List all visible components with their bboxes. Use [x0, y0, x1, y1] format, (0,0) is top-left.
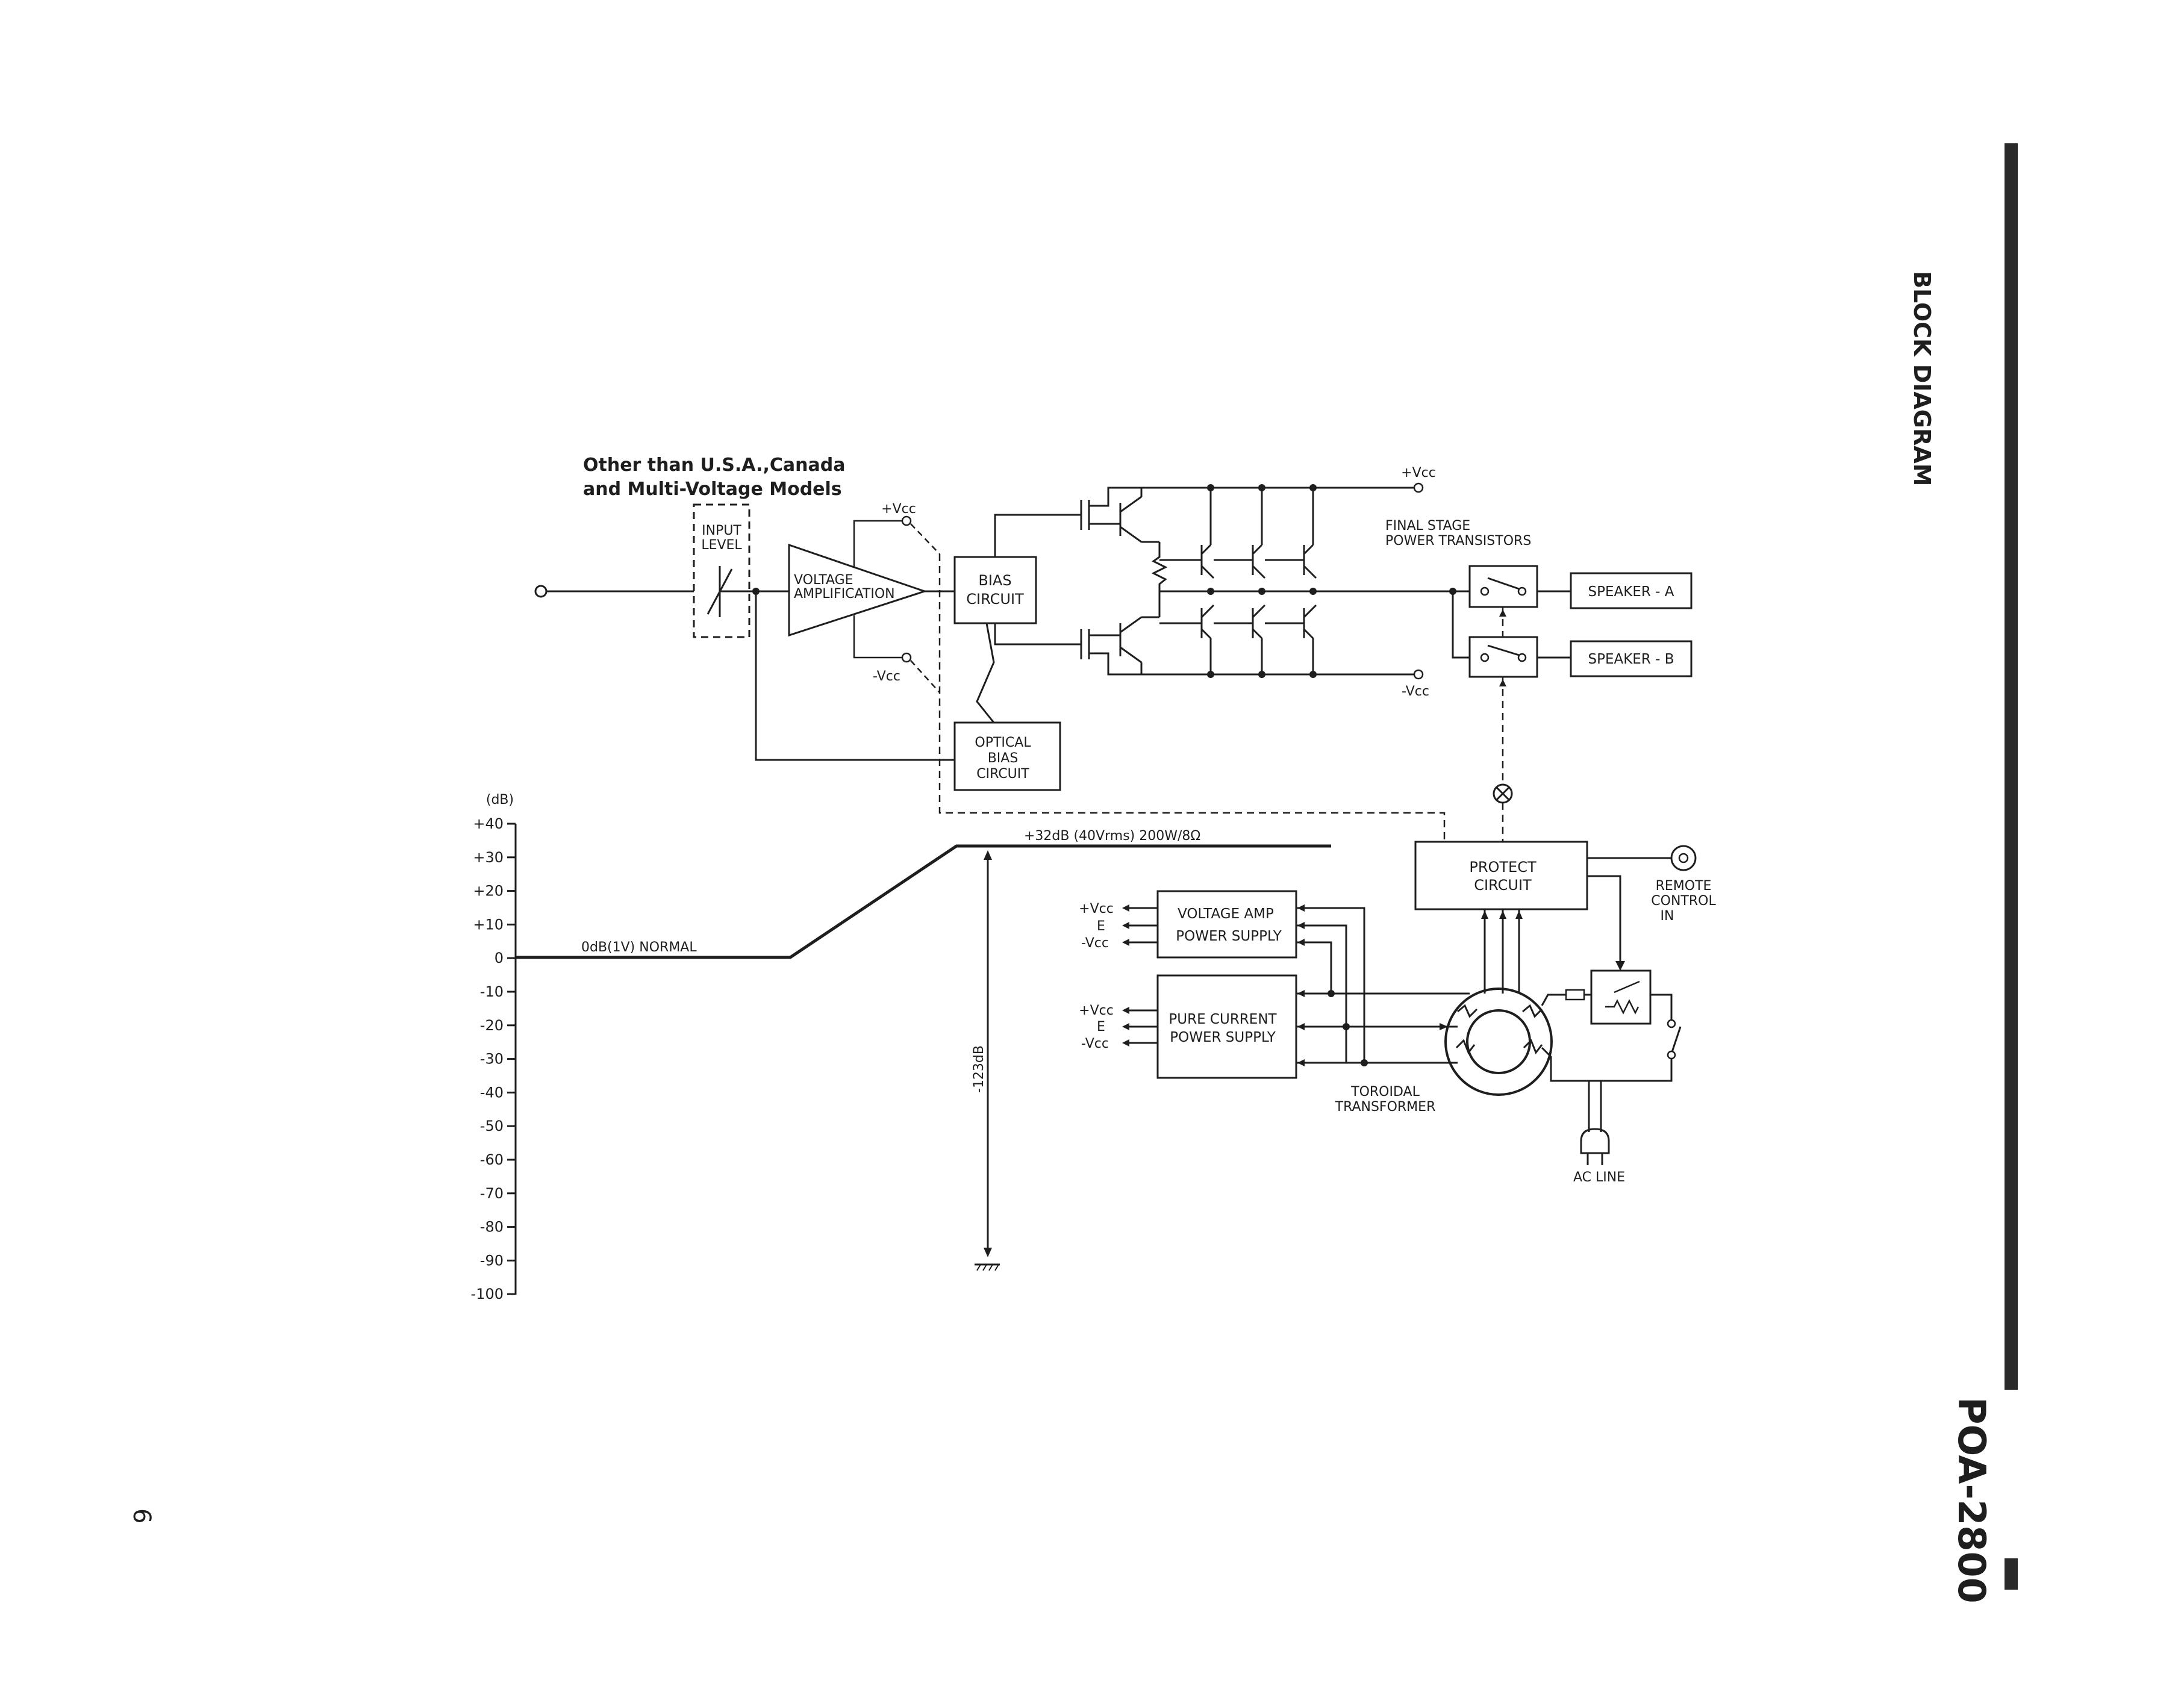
noise-label: -123dB [972, 1045, 987, 1093]
supply-wiring [1296, 904, 1470, 1066]
protect-label-1: PROTECT [1469, 859, 1537, 876]
ac-relay-box [1590, 969, 1652, 1025]
max-level-label: +32dB (40Vrms) 200W/8Ω [1024, 829, 1200, 844]
toroidal-transformer [1444, 988, 1553, 1096]
level-tick-label: -20 [480, 1017, 504, 1034]
level-tick-label: -40 [480, 1084, 504, 1101]
level-tick-label: 0 [495, 950, 504, 966]
va-supply-outputs [1122, 904, 1158, 946]
model-title: POA-2800 [1950, 1397, 1994, 1604]
bias-circuit-label-2: CIRCUIT [966, 591, 1024, 608]
pc-pos-rail: +Vcc [1079, 1003, 1114, 1018]
level-tick-label: -80 [480, 1219, 504, 1236]
ac-plug [1580, 1128, 1610, 1154]
optical-link [976, 623, 995, 723]
speaker-b-box [1570, 640, 1693, 677]
remote-label-1: REMOTE [1656, 879, 1712, 894]
fuse [1565, 989, 1585, 1001]
pc-supply-outputs [1122, 1007, 1158, 1047]
toroidal-label-1: TOROIDAL [1350, 1084, 1420, 1100]
remote-jack [1670, 845, 1697, 871]
output-neg-rail: -Vcc [1402, 684, 1429, 699]
side-title: BLOCK DIAGRAM [1909, 271, 1935, 486]
amp-pos-rail: +Vcc [881, 502, 916, 517]
protect-circuit-box [1414, 841, 1588, 910]
level-tick-label: +20 [473, 883, 504, 900]
level-tick-label: -70 [480, 1185, 504, 1202]
driver-transistors [1080, 487, 1159, 676]
final-stage-transistors [1159, 484, 1317, 678]
level-tick-label: +30 [473, 849, 504, 866]
level-tick-label: -100 [471, 1286, 504, 1302]
final-stage-label-2: POWER TRANSISTORS [1385, 533, 1531, 549]
pc-supply-label-1: PURE CURRENT [1168, 1012, 1277, 1027]
bias-circuit-label-1: BIAS [978, 572, 1011, 589]
va-neg-rail: -Vcc [1081, 936, 1109, 951]
pc-neg-rail: -Vcc [1081, 1036, 1109, 1051]
region-note-line1: Other than U.S.A.,Canada [583, 455, 845, 476]
voltage-amp-triangle [788, 543, 928, 637]
optical-bias-box [953, 721, 1061, 791]
optical-bias-label-2: BIAS [988, 751, 1019, 766]
relay-a-box [1468, 565, 1538, 608]
pc-supply-label-2: POWER SUPPLY [1170, 1030, 1276, 1045]
bias-circuit-box [953, 556, 1037, 624]
speaker-b-label: SPEAKER - B [1588, 652, 1674, 667]
level-tick-label: +40 [473, 815, 504, 832]
va-supply-label-2: POWER SUPPLY [1176, 929, 1282, 944]
input-jack [534, 585, 548, 598]
toroidal-label-2: TRANSFORMER [1335, 1100, 1436, 1115]
relay-b-box [1468, 636, 1538, 678]
edge-bar-top [2005, 143, 2018, 1390]
level-curve [516, 844, 1331, 959]
optical-bias-label-3: CIRCUIT [976, 767, 1029, 782]
level-tick-label: -90 [480, 1252, 504, 1269]
level-tick-label: -30 [480, 1051, 504, 1068]
voltage-amp-label-1: VOLTAGE [794, 573, 853, 588]
speaker-a-label: SPEAKER - A [1588, 584, 1674, 600]
voltage-amp-supply-box [1156, 890, 1297, 959]
input-level-label-2: LEVEL [701, 538, 742, 553]
level-tick-label: -10 [480, 983, 504, 1000]
pc-earth: E [1097, 1019, 1105, 1034]
bias-resistor [1151, 542, 1168, 617]
edge-bar-bottom [2005, 1558, 2018, 1590]
power-switch [1667, 1019, 1682, 1060]
voltage-amp-label-2: AMPLIFICATION [794, 586, 895, 602]
input-level-box [693, 503, 750, 638]
optical-bias-label-1: OPTICAL [975, 735, 1031, 750]
level-unit: (dB) [486, 792, 514, 807]
page-number: 6 [128, 1508, 155, 1523]
va-pos-rail: +Vcc [1079, 901, 1114, 916]
va-supply-label-1: VOLTAGE AMP [1178, 906, 1274, 922]
normal-label: 0dB(1V) NORMAL [581, 940, 697, 955]
protect-label-2: CIRCUIT [1474, 877, 1532, 894]
remote-label-2: CONTROL [1651, 894, 1716, 909]
ground-symbol [975, 1263, 1000, 1271]
level-tick-label: -60 [480, 1151, 504, 1168]
remote-label-3: IN [1661, 909, 1674, 924]
amp-neg-rail: -Vcc [873, 669, 900, 684]
output-pos-rail: +Vcc [1401, 465, 1436, 481]
final-stage-label-1: FINAL STAGE [1385, 518, 1470, 533]
speaker-a-box [1570, 572, 1693, 609]
level-tick-label: -50 [480, 1118, 504, 1134]
lamp-indicator [1493, 783, 1513, 804]
input-level-label-1: INPUT [702, 523, 741, 538]
region-note-line2: and Multi-Voltage Models [583, 479, 842, 500]
ac-line-label: AC LINE [1573, 1170, 1625, 1185]
level-tick-label: +10 [473, 916, 504, 933]
level-diagram: (dB) +40 +30 +20 +10 0 -10 -20 -30 -40 -50 -60 -70 -… [471, 792, 1331, 1302]
va-earth: E [1097, 919, 1105, 934]
